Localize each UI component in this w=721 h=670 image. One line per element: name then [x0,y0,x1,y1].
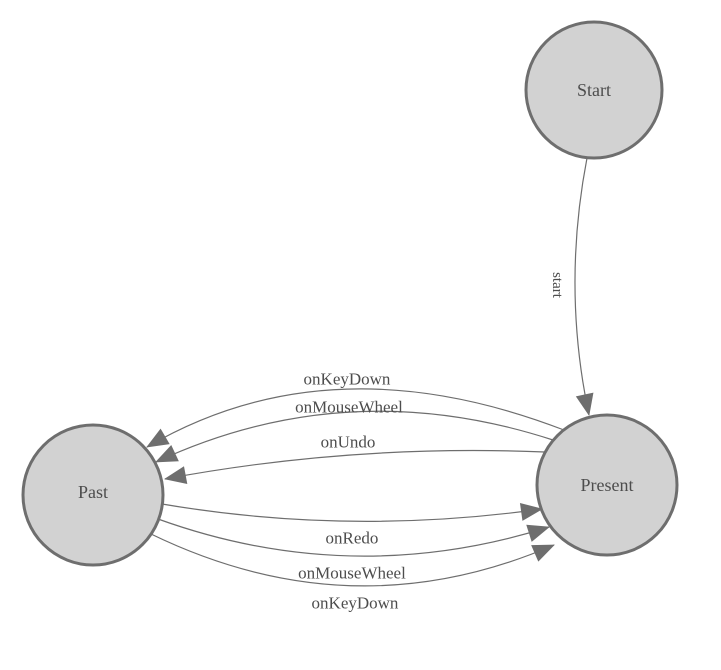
edge-past-to-present-onkeydown [150,533,555,587]
state-node-start: Start [524,20,664,160]
state-circle-present [535,413,679,557]
edge-label-layer: start onKeyDown onMouseWheel onUndo onRe… [295,272,565,612]
edge-past-to-present-onmousewheel [157,518,550,557]
state-label-present: Present [581,475,634,495]
edge-past-to-present-onredo [161,503,543,522]
state-node-present: Present [535,413,679,557]
edge-layer [146,157,594,587]
edge-label-start: start [549,272,565,299]
edge-label-onmousewheel-bottom: onMouseWheel [298,564,406,583]
edge-label-onredo: onRedo [326,529,379,548]
edge-label-onkeydown-bottom: onKeyDown [312,594,399,613]
state-label-past: Past [78,482,108,502]
edge-present-to-past-onmousewheel [155,410,554,463]
edge-present-to-past-onundo [164,449,546,484]
state-circle-past [21,423,165,567]
edge-label-onundo: onUndo [321,433,376,452]
edge-start-to-present [574,157,594,416]
state-node-past: Past [21,423,165,567]
edge-label-onmousewheel-top: onMouseWheel [295,398,403,417]
edge-label-onkeydown-top: onKeyDown [304,370,391,389]
state-label-start: Start [577,80,611,100]
state-circle-start [524,20,664,160]
edge-present-to-past-onkeydown [146,388,565,448]
